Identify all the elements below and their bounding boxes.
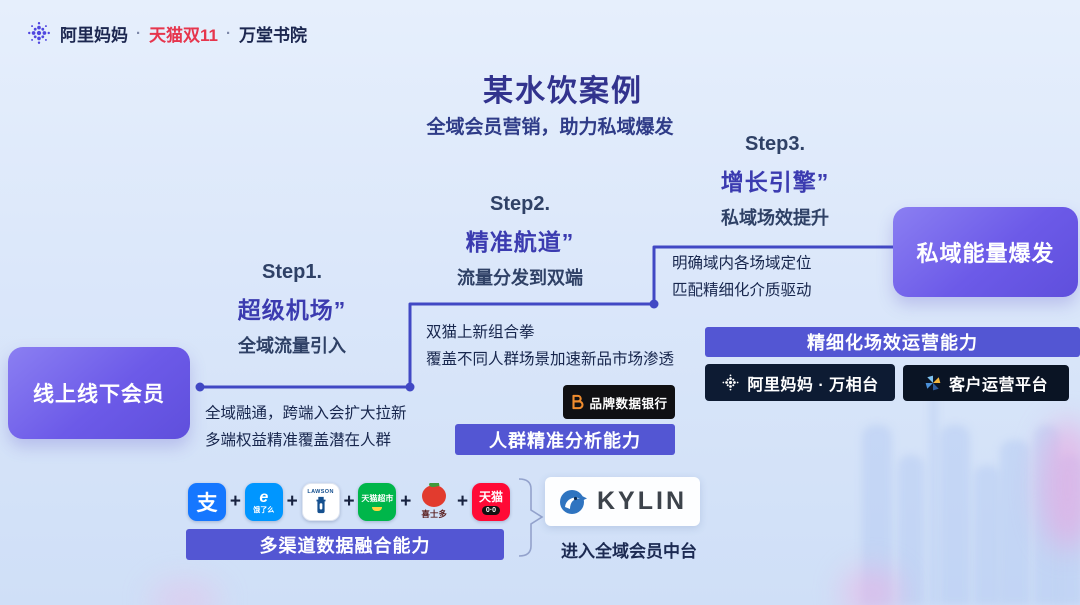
banner-multichannel-data: 多渠道数据融合能力 [186,529,504,560]
step3-block: Step3. 增长引擎” 私域场效提升 [687,133,863,230]
lawson-icon: LAWSON [301,483,340,521]
kylin-icon [560,489,587,514]
alimama-starburst-icon [28,22,50,44]
step1-subtitle: 全域流量引入 [238,336,346,356]
step1-note: 全域融通，跨端入会扩大拉新 多端权益精准覆盖潜在人群 [205,400,475,454]
eleme-letter: e [259,488,269,506]
step3-note-line2: 匹配精细化介质驱动 [672,282,812,299]
plus-sign: + [286,491,298,512]
tmall-icon: 天猫 0·0 [471,483,510,521]
tmall-label: 天猫 [478,489,503,504]
lawson-milk-churn-icon [316,496,326,514]
step3-subtitle: 私域场效提升 [721,208,829,228]
tmall-mart-smile [372,507,383,511]
brand-tmall-double11: 天猫双11 [149,25,218,45]
decor-bar [940,425,970,605]
step1-note-line1: 全域融通，跨端入会扩大拉新 [205,405,407,422]
channel-chips-row: 支 + e 饿了么 + LAWSON + 天猫超市 + 喜士多 + 天猫 0·0 [188,480,510,524]
step2-block: Step2. 精准航道” 流量分发到双端 [432,193,608,290]
brand-separator: · [225,24,231,42]
step3-title: 增长引擎” [720,169,830,195]
step1-label: Step1. [261,261,323,283]
brand-wantang: 万堂书院 [238,25,307,45]
kylin-bracket [518,478,544,557]
plus-sign: + [457,491,469,512]
banner-audience-analysis: 人群精准分析能力 [455,424,675,455]
brand-header: 阿里妈妈 · 天猫双11 · 万堂书院 [26,20,307,46]
decor-bar [898,455,924,605]
step2-title: 精准航道” [465,229,575,255]
node-private-domain-burst: 私域能量爆发 [893,207,1078,297]
tool-kylin: KYLIN [545,477,700,526]
cstore-tomato-icon: 喜士多 [415,483,453,521]
tool-wanxiangtai-label: 阿里妈妈 · 万相台 [747,376,879,394]
alimama-starburst-icon-white [722,374,739,391]
decor-pink-blob [150,580,220,605]
tmall-mart-label: 天猫超市 [361,494,394,503]
decor-pink-blob [1040,420,1080,550]
step1-block: Step1. 超级机场” 全域流量引入 [204,261,380,358]
decor-pink-blob [842,568,902,605]
page-subtitle: 全域会员营销，助力私域爆发 [426,117,674,138]
banner-scene-operation: 精细化场效运营能力 [705,327,1080,357]
plus-sign: + [229,491,241,512]
plus-sign: + [400,491,412,512]
step1-title: 超级机场” [237,297,347,323]
decor-bar [930,390,937,605]
tmall-mart-icon: 天猫超市 [358,483,397,521]
decor-bar [1000,440,1030,605]
tomato-leaf [428,483,440,488]
step1-note-line2: 多端权益精准覆盖潜在人群 [205,432,392,449]
step3-note-line1: 明确域内各场域定位 [672,255,812,272]
cstore-label: 喜士多 [421,508,447,519]
eleme-name: 饿了么 [253,506,275,514]
plus-sign: + [343,491,355,512]
lawson-label: LAWSON [307,489,334,495]
tomato-shape [422,483,447,507]
step3-label: Step3. [744,133,806,155]
tool-customer-platform-label: 客户运营平台 [948,377,1048,394]
tool-wanxiangtai: 阿里妈妈 · 万相台 [705,364,895,401]
brand-separator: · [136,24,141,42]
step3-note: 明确域内各场域定位 匹配精细化介质驱动 [672,250,882,304]
alipay-glyph: 支 [196,492,218,515]
step2-note: 双猫上新组合拳 覆盖不同人群场景加速新品市场渗透 [426,319,706,373]
decor-bar [974,465,1000,605]
eleme-icon: e 饿了么 [244,483,283,521]
kylin-caption: 进入全域会员中台 [561,542,697,561]
tmall-cat-face: 0·0 [481,505,501,515]
tool-data-bank-label: 品牌数据银行 [589,396,668,411]
data-bank-icon [572,394,584,410]
pinwheel-icon [925,375,941,391]
kylin-label: KYLIN [597,487,687,515]
tool-data-bank: 品牌数据银行 [563,385,675,419]
step2-label: Step2. [489,193,551,215]
step2-note-line2: 覆盖不同人群场景加速新品市场渗透 [426,351,675,368]
alipay-icon: 支 [188,483,226,521]
step2-subtitle: 流量分发到双端 [457,268,583,288]
brand-alimama: 阿里妈妈 [60,25,128,45]
step2-note-line1: 双猫上新组合拳 [426,324,535,341]
node-online-offline-members: 线上线下会员 [8,347,190,439]
page-title: 某水饮案例 [483,75,643,108]
tool-customer-platform: 客户运营平台 [903,365,1069,401]
